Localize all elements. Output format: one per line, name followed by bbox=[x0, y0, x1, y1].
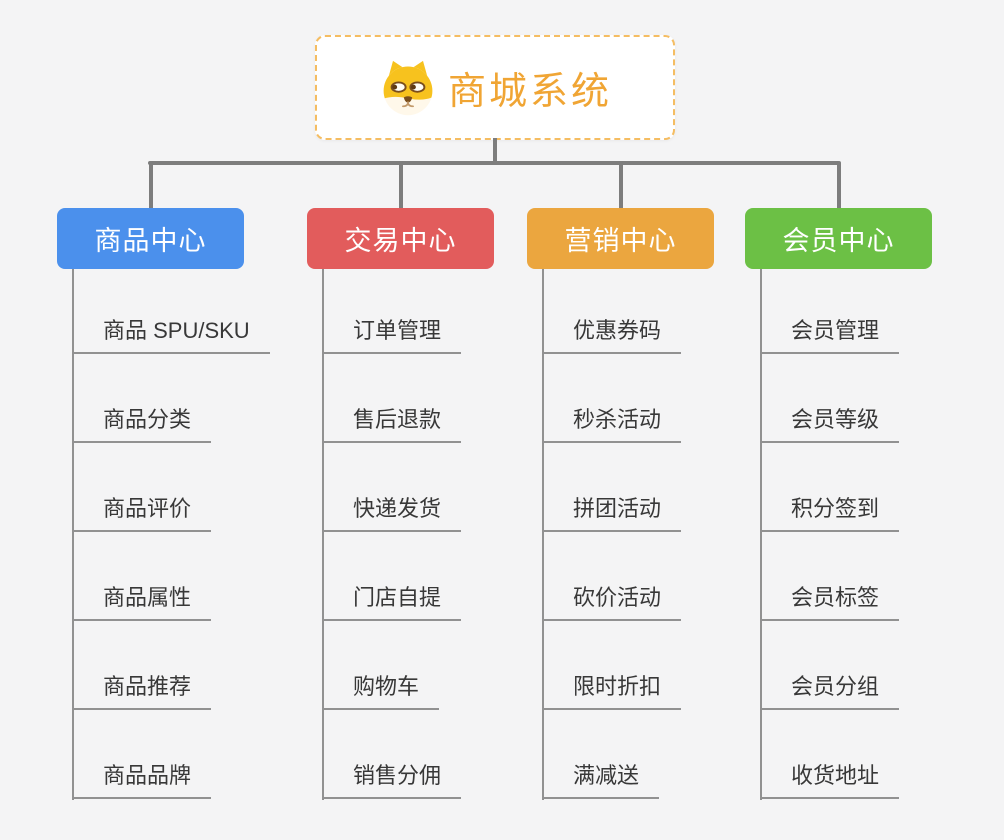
branch-trunk-line bbox=[322, 269, 324, 800]
child-topic[interactable]: 收货地址 bbox=[760, 758, 900, 799]
child-topic-row: 订单管理 bbox=[322, 269, 462, 354]
child-topic[interactable]: 会员管理 bbox=[760, 313, 900, 354]
child-topic[interactable]: 商品 SPU/SKU bbox=[72, 313, 270, 354]
child-topic-row: 商品推荐 bbox=[72, 621, 270, 710]
child-topic-row: 限时折扣 bbox=[542, 621, 682, 710]
child-topic-row: 满减送 bbox=[542, 710, 681, 799]
connector-branch-stub bbox=[618, 161, 623, 210]
child-topic-row: 会员管理 bbox=[760, 269, 900, 354]
branch-children: 优惠券码 秒杀活动 拼团活动 砍价活动 限时折扣 满减送 bbox=[542, 269, 682, 799]
child-topic-row: 会员等级 bbox=[760, 354, 900, 443]
root-title: 商城系统 bbox=[447, 71, 612, 113]
child-topic[interactable]: 商品分类 bbox=[72, 402, 212, 443]
child-topic-row: 购物车 bbox=[322, 621, 461, 710]
child-topic-row: 积分签到 bbox=[760, 443, 900, 532]
child-topic[interactable]: 门店自提 bbox=[322, 580, 462, 621]
connector-branch-stub bbox=[836, 161, 841, 210]
child-topic[interactable]: 商品评价 bbox=[72, 491, 212, 532]
connector-horizontal-line bbox=[148, 161, 840, 165]
child-topic[interactable]: 限时折扣 bbox=[542, 669, 682, 710]
child-topic-row: 拼团活动 bbox=[542, 443, 682, 532]
child-topic[interactable]: 商品属性 bbox=[72, 580, 212, 621]
root-node[interactable]: 商城系统 bbox=[315, 35, 675, 140]
child-topic[interactable]: 拼团活动 bbox=[542, 491, 682, 532]
child-topic-row: 会员标签 bbox=[760, 532, 900, 621]
child-topic[interactable]: 砍价活动 bbox=[542, 580, 682, 621]
child-topic-row: 售后退款 bbox=[322, 354, 462, 443]
branch-trunk-line bbox=[542, 269, 544, 800]
child-topic-row: 门店自提 bbox=[322, 532, 462, 621]
shiba-dog-icon bbox=[383, 60, 433, 115]
branch-header-2[interactable]: 交易中心 bbox=[307, 208, 494, 269]
child-topic[interactable]: 商品品牌 bbox=[72, 758, 212, 799]
child-topic[interactable]: 订单管理 bbox=[322, 313, 462, 354]
child-topic-row: 商品分类 bbox=[72, 354, 270, 443]
child-topic-row: 商品 SPU/SKU bbox=[72, 269, 270, 354]
child-topic[interactable]: 购物车 bbox=[322, 669, 440, 710]
branch-header-4[interactable]: 会员中心 bbox=[745, 208, 932, 269]
branch-header-3[interactable]: 营销中心 bbox=[527, 208, 714, 269]
branch-trunk-line bbox=[72, 269, 74, 800]
child-topic-row: 优惠券码 bbox=[542, 269, 682, 354]
child-topic[interactable]: 优惠券码 bbox=[542, 313, 682, 354]
child-topic[interactable]: 快递发货 bbox=[322, 491, 462, 532]
child-topic-row: 收货地址 bbox=[760, 710, 900, 799]
child-topic[interactable]: 积分签到 bbox=[760, 491, 900, 532]
child-topic[interactable]: 销售分佣 bbox=[322, 758, 462, 799]
child-topic-row: 秒杀活动 bbox=[542, 354, 682, 443]
connector-root-stub bbox=[493, 138, 497, 164]
child-topic[interactable]: 售后退款 bbox=[322, 402, 462, 443]
child-topic[interactable]: 会员等级 bbox=[760, 402, 900, 443]
connector-branch-stub bbox=[148, 161, 153, 210]
child-topic-row: 砍价活动 bbox=[542, 532, 682, 621]
branch-children: 商品 SPU/SKU 商品分类 商品评价 商品属性 商品推荐 商品品牌 bbox=[72, 269, 270, 799]
child-topic[interactable]: 会员分组 bbox=[760, 669, 900, 710]
child-topic[interactable]: 商品推荐 bbox=[72, 669, 212, 710]
child-topic-row: 商品属性 bbox=[72, 532, 270, 621]
child-topic-row: 快递发货 bbox=[322, 443, 462, 532]
child-topic-row: 会员分组 bbox=[760, 621, 900, 710]
child-topic-row: 商品评价 bbox=[72, 443, 270, 532]
connector-branch-stub bbox=[398, 161, 403, 210]
child-topic[interactable]: 秒杀活动 bbox=[542, 402, 682, 443]
branch-children: 订单管理 售后退款 快递发货 门店自提 购物车 销售分佣 bbox=[322, 269, 462, 799]
child-topic-row: 商品品牌 bbox=[72, 710, 270, 799]
child-topic-row: 销售分佣 bbox=[322, 710, 462, 799]
branch-header-1[interactable]: 商品中心 bbox=[57, 208, 244, 269]
child-topic[interactable]: 会员标签 bbox=[760, 580, 900, 621]
branch-trunk-line bbox=[760, 269, 762, 800]
child-topic[interactable]: 满减送 bbox=[542, 758, 660, 799]
branch-children: 会员管理 会员等级 积分签到 会员标签 会员分组 收货地址 bbox=[760, 269, 900, 799]
